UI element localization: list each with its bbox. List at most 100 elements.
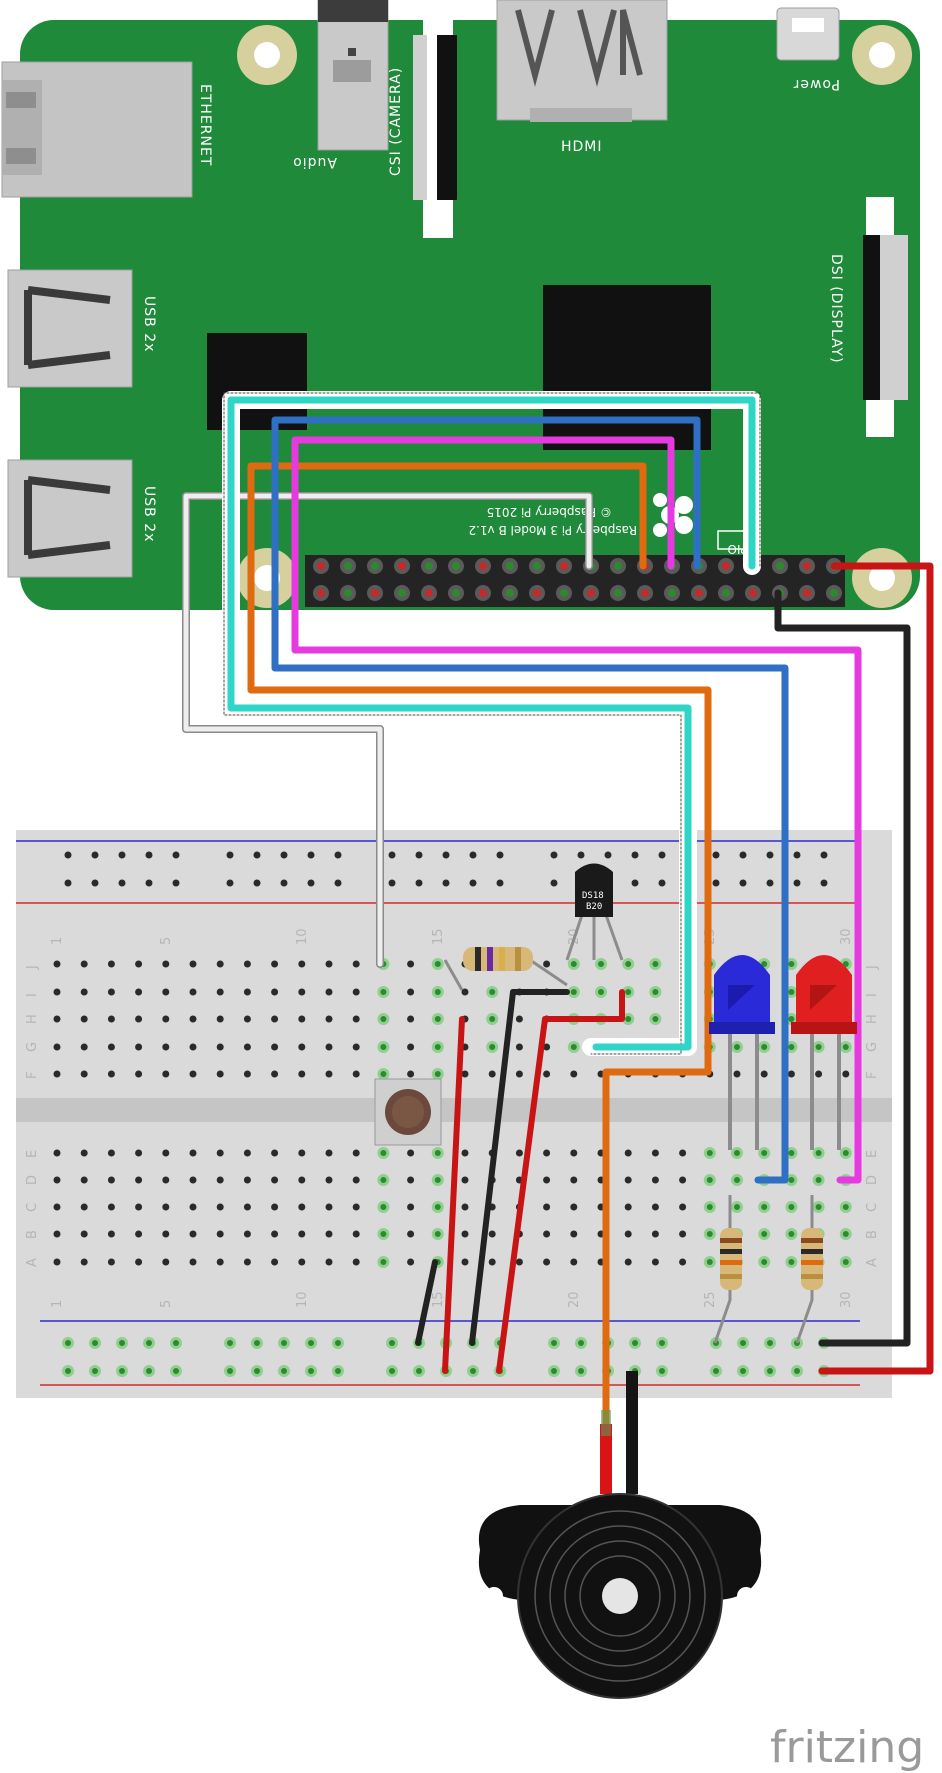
- breadboard-hole: [624, 1176, 632, 1184]
- breadboard-hole: [352, 1176, 360, 1184]
- breadboard-hole: [253, 851, 261, 859]
- breadboard-hole: [352, 988, 360, 996]
- push-button: [374, 1078, 442, 1146]
- temperature-sensor: DS18 B20: [565, 863, 624, 961]
- breadboard-hole: [298, 1149, 306, 1157]
- breadboard-hole: [352, 1043, 360, 1051]
- breadboard-hole: [107, 1043, 115, 1051]
- breadboard-hole: [461, 988, 469, 996]
- breadboard-hole: [216, 1149, 224, 1157]
- breadboard-hole: [216, 1203, 224, 1211]
- breadboard-hole: [80, 1015, 88, 1023]
- breadboard-hole: [793, 851, 801, 859]
- breadboard-hole: [162, 1015, 170, 1023]
- breadboard-hole: [407, 1230, 415, 1238]
- display-label: DSI (DISPLAY): [828, 254, 844, 364]
- breadboard-hole: [352, 1230, 360, 1238]
- resistor-red-led: [795, 1195, 823, 1344]
- breadboard-hole: [226, 851, 234, 859]
- breadboard-hole: [488, 1258, 496, 1266]
- black-jumper-3: [415, 1259, 438, 1346]
- raspberry-pi-board: ETHERNET USB 2x USB 2x Audio CSI (CAMERA…: [1, 0, 920, 610]
- breadboard-hole: [53, 1015, 61, 1023]
- breadboard-hole: [135, 1070, 143, 1078]
- breadboard-hole: [679, 1230, 687, 1238]
- breadboard-hole: [679, 1203, 687, 1211]
- breadboard-hole: [298, 1230, 306, 1238]
- breadboard-hole: [216, 960, 224, 968]
- breadboard-hole: [787, 1070, 795, 1078]
- column-number: 15: [431, 1291, 446, 1308]
- breadboard-hole: [53, 1149, 61, 1157]
- wires: [182, 391, 934, 1429]
- row-letter: E: [865, 1150, 880, 1158]
- breadboard-hole: [271, 1015, 279, 1023]
- breadboard-hole: [488, 1230, 496, 1238]
- breadboard-hole: [307, 851, 315, 859]
- breadboard-hole: [64, 851, 72, 859]
- gpio-header: [305, 555, 845, 607]
- breadboard-hole: [189, 1203, 197, 1211]
- breadboard-hole: [543, 960, 551, 968]
- row-letter: A: [25, 1258, 40, 1267]
- row-letter: F: [865, 1072, 880, 1079]
- breadboard-hole: [570, 1149, 578, 1157]
- column-number: 15: [431, 928, 446, 945]
- breadboard-hole: [135, 1015, 143, 1023]
- fritzing-logo: fritzing: [770, 1722, 924, 1773]
- camera-connector: CSI (CAMERA): [388, 20, 457, 238]
- breadboard-hole: [107, 960, 115, 968]
- magenta-wire: [291, 436, 862, 1184]
- breadboard-hole: [307, 879, 315, 887]
- breadboard-hole: [712, 879, 720, 887]
- breadboard-hole: [298, 1015, 306, 1023]
- breadboard-hole: [162, 1203, 170, 1211]
- breadboard-hole: [271, 960, 279, 968]
- breadboard-hole: [80, 988, 88, 996]
- breadboard-hole: [253, 879, 261, 887]
- breadboard-hole: [135, 1203, 143, 1211]
- breadboard-hole: [53, 988, 61, 996]
- breadboard-hole: [162, 1149, 170, 1157]
- breadboard-hole: [80, 1230, 88, 1238]
- breadboard-hole: [543, 1258, 551, 1266]
- breadboard-hole: [162, 1043, 170, 1051]
- power-label: Power: [793, 76, 840, 92]
- row-letter: A: [865, 1258, 880, 1267]
- breadboard-hole: [135, 1230, 143, 1238]
- buzzer-leads: [600, 1371, 638, 1494]
- breadboard-hole: [388, 851, 396, 859]
- breadboard-hole: [53, 1043, 61, 1051]
- breadboard-hole: [407, 1070, 415, 1078]
- cyan-wire: [227, 396, 756, 1051]
- breadboard-hole: [243, 1176, 251, 1184]
- row-letter: J: [25, 965, 40, 970]
- ethernet-port: ETHERNET: [1, 61, 213, 198]
- usb-top-label: USB 2x: [141, 296, 157, 352]
- breadboard-hole: [815, 1070, 823, 1078]
- breadboard-hole: [53, 960, 61, 968]
- breadboard-hole: [325, 1043, 333, 1051]
- display-connector: DSI (DISPLAY): [828, 197, 908, 437]
- breadboard-hole: [407, 1258, 415, 1266]
- breadboard-hole: [325, 1149, 333, 1157]
- breadboard-hole: [298, 988, 306, 996]
- breadboard-hole: [91, 879, 99, 887]
- breadboard-hole: [107, 1176, 115, 1184]
- breadboard-hole: [243, 960, 251, 968]
- breadboard-hole: [352, 1070, 360, 1078]
- breadboard-hole: [570, 1176, 578, 1184]
- breadboard-hole: [135, 1043, 143, 1051]
- breadboard-hole: [162, 1176, 170, 1184]
- breadboard-hole: [352, 1258, 360, 1266]
- breadboard-hole: [515, 1258, 523, 1266]
- breadboard-hole: [407, 1203, 415, 1211]
- breadboard-hole: [135, 1176, 143, 1184]
- breadboard-hole: [189, 1258, 197, 1266]
- sensor-label-2: B20: [586, 902, 602, 912]
- breadboard-hole: [53, 1230, 61, 1238]
- breadboard-hole: [543, 1070, 551, 1078]
- breadboard-hole: [118, 851, 126, 859]
- breadboard-hole: [651, 1258, 659, 1266]
- row-letter: C: [865, 1203, 880, 1212]
